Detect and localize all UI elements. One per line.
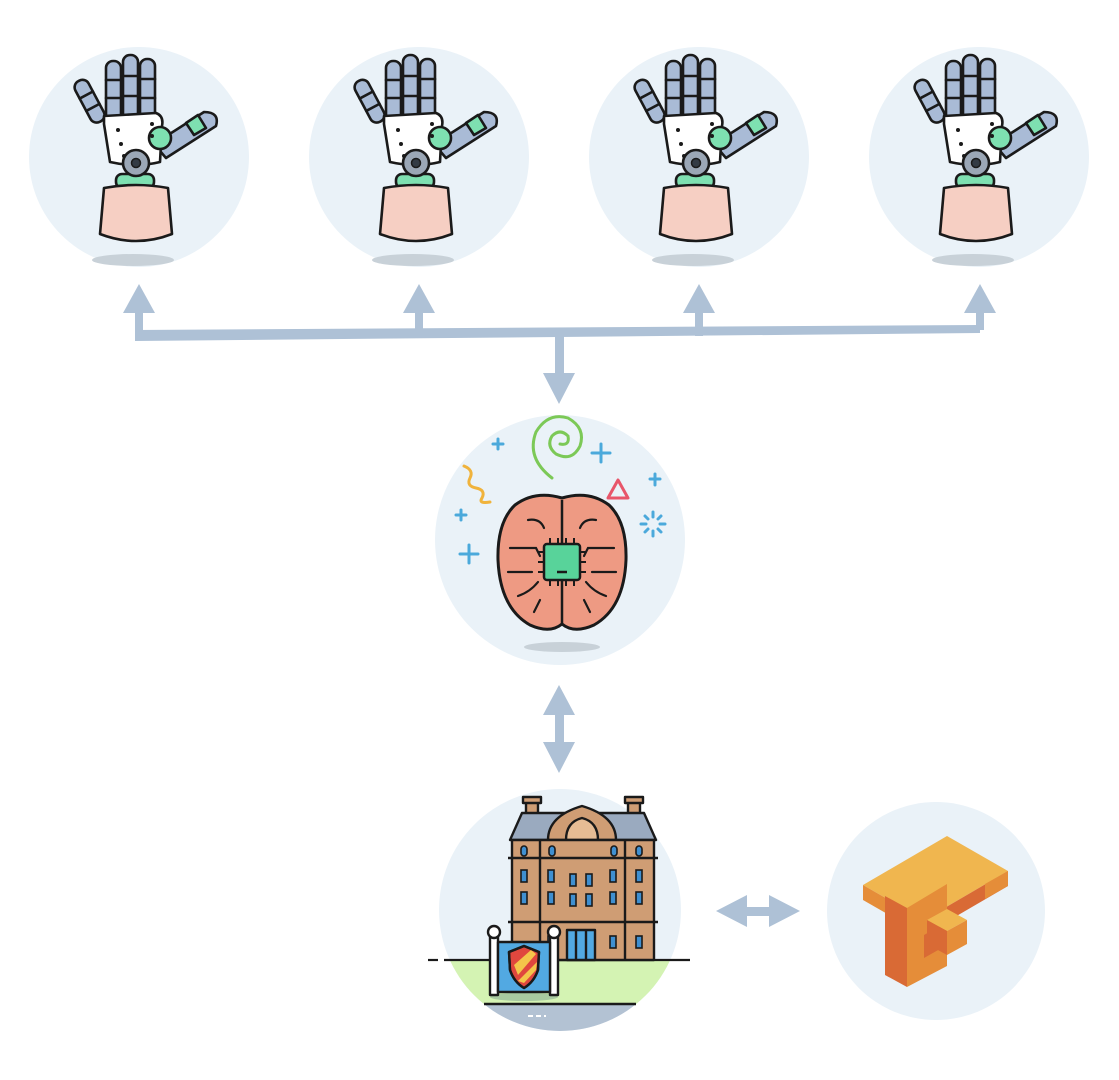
confetti	[454, 415, 667, 565]
tensorflow-logo-icon	[863, 836, 1008, 987]
university-node	[428, 789, 690, 1031]
shield-sign-icon	[486, 924, 562, 1001]
hand-node-1	[29, 47, 249, 267]
connector-brain-to-hands	[123, 284, 996, 404]
connector-brain-to-university	[543, 685, 575, 773]
tensorflow-node	[827, 802, 1045, 1020]
brain-node	[435, 415, 685, 665]
hand-node-2	[309, 47, 529, 267]
hand-node-4	[869, 47, 1089, 267]
university-building-icon	[508, 795, 658, 962]
connector-university-to-tensorflow	[716, 895, 800, 927]
hand-node-3	[589, 47, 809, 267]
ai-brain-chip-icon	[496, 493, 628, 631]
